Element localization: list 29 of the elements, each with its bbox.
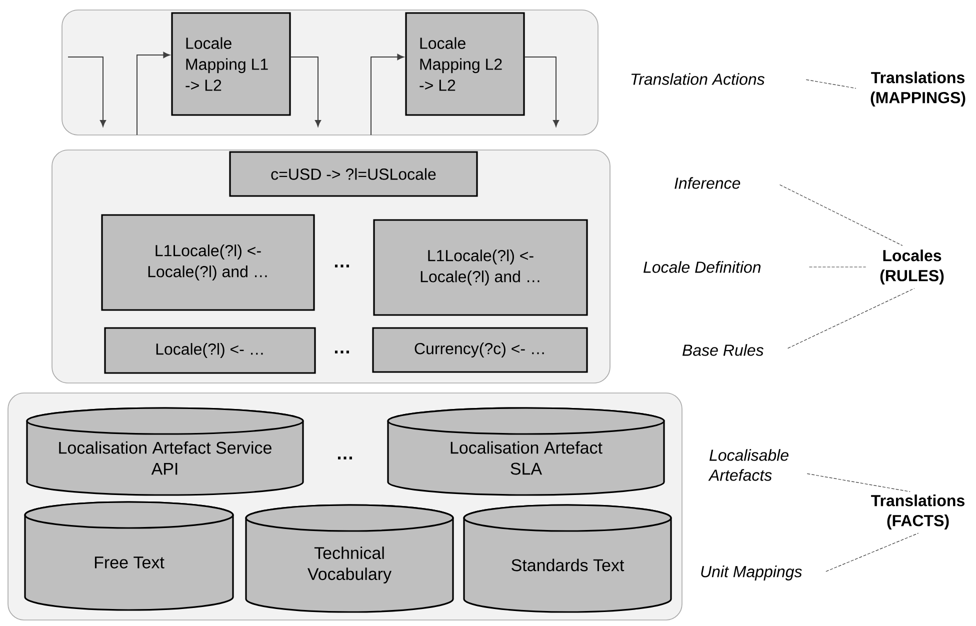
database-cylinder: Free Text — [24, 501, 234, 611]
arrow — [290, 56, 322, 127]
database-cylinder: Localisation Artefact Service API — [26, 407, 304, 496]
dashed-connector — [808, 266, 866, 268]
ellipsis: … — [334, 264, 349, 268]
mapping-box: Locale Mapping L2 -> L2 — [405, 12, 525, 116]
arrow — [136, 52, 170, 136]
dashed-connector — [806, 79, 856, 89]
annotation-text: Translation Actions — [631, 73, 765, 85]
dashed-connector — [788, 288, 915, 349]
dashed-connector — [806, 473, 910, 492]
database-cylinder: Localisation Artefact SLA — [387, 407, 665, 496]
annotation-text: Locale Definition — [644, 261, 761, 273]
ellipsis: … — [338, 456, 352, 460]
annotation-text: Localisable Artefacts — [708, 449, 788, 481]
layer-label: Locales (RULES) — [880, 250, 944, 284]
annotation-text: Inference — [674, 177, 740, 189]
arrow — [524, 56, 560, 127]
ellipsis: … — [334, 350, 349, 354]
annotation-text: Base Rules — [682, 344, 764, 356]
mapping-box: Locale Mapping L1 -> L2 — [171, 12, 291, 116]
arrow — [370, 54, 404, 136]
dashed-connector — [826, 532, 919, 572]
layer-label: Translations (FACTS) — [871, 494, 964, 530]
database-cylinder: Standards Text — [463, 504, 672, 613]
dashed-connector — [780, 184, 903, 246]
database-cylinder: Technical Vocabulary — [245, 504, 454, 613]
annotation-text: Unit Mappings — [701, 566, 802, 580]
layer-label: Translations (MAPPINGS) — [870, 72, 966, 106]
